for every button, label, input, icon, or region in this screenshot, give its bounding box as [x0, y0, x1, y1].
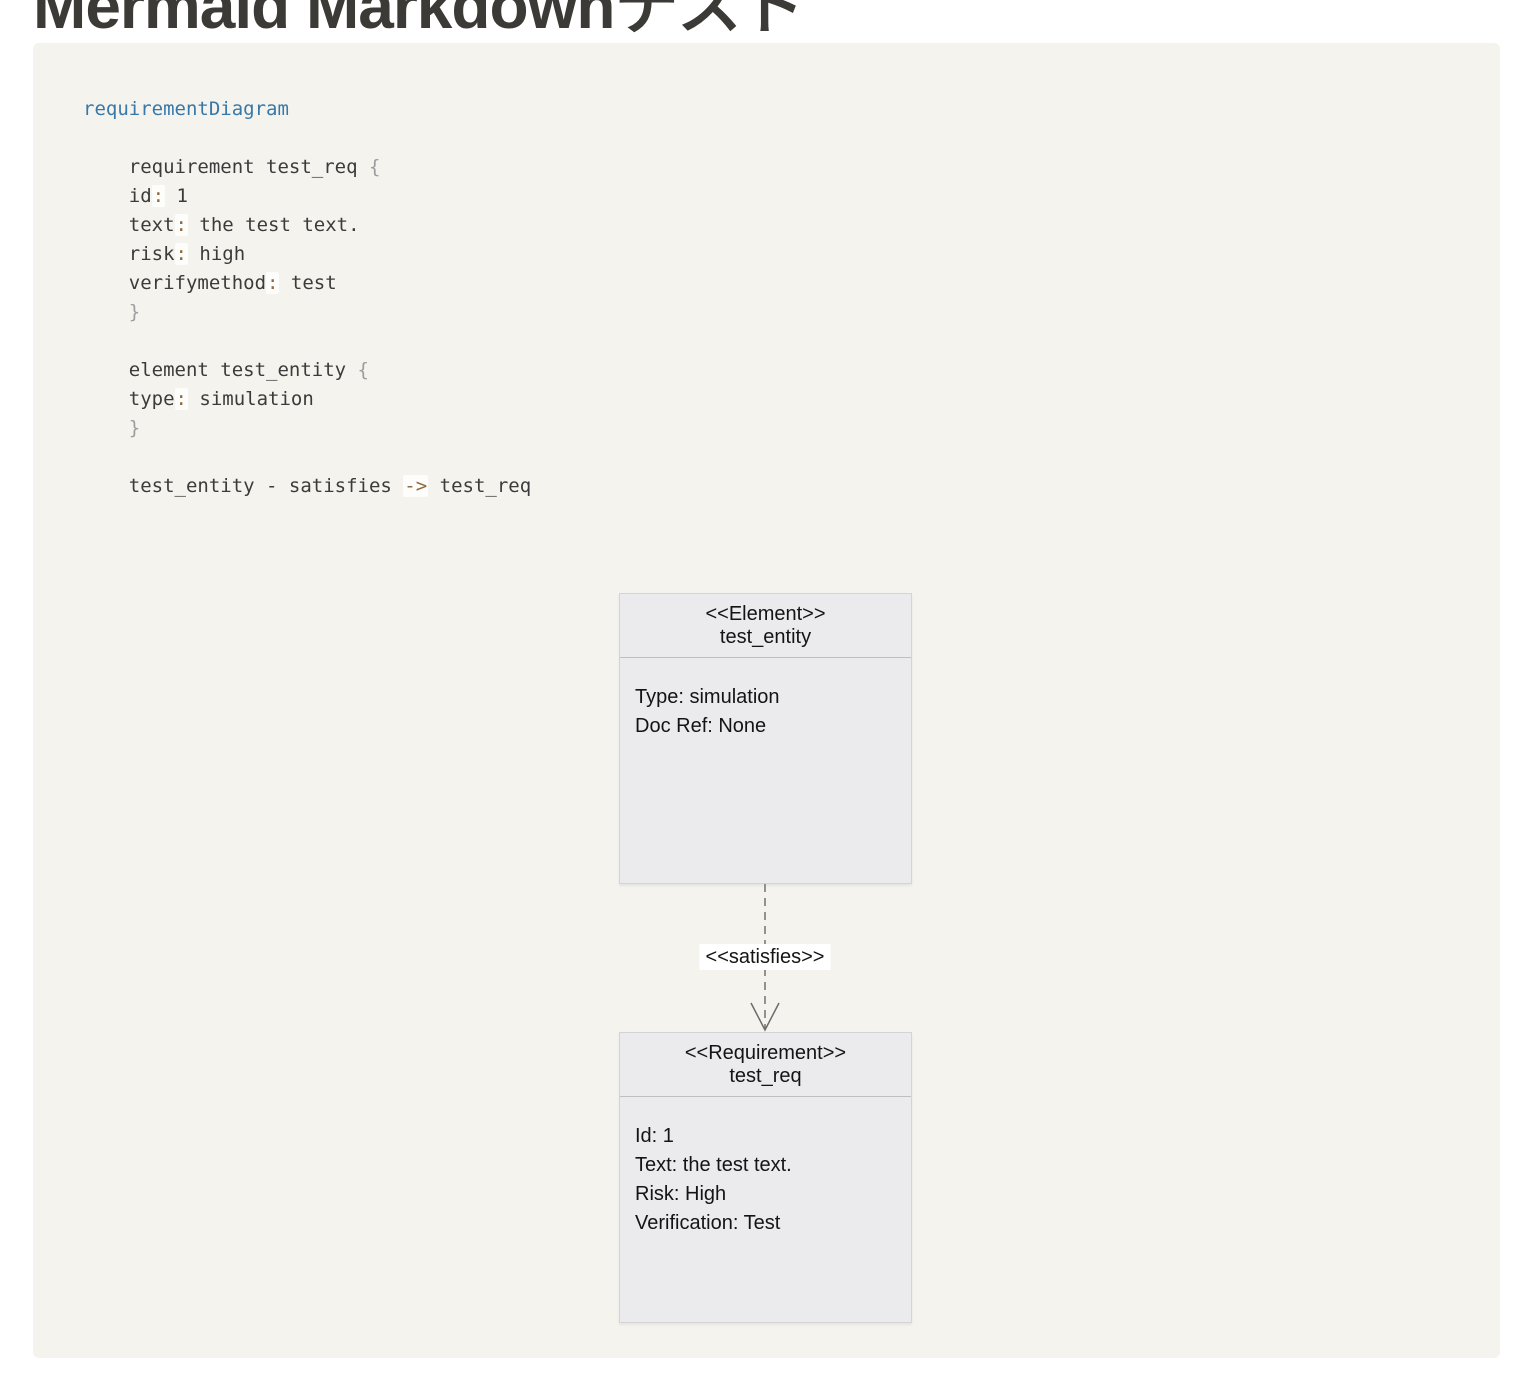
code-token-plain: element test_entity [83, 359, 358, 381]
code-line: verifymethod: test [83, 269, 531, 298]
node-name: test_req [729, 1064, 802, 1087]
code-token-op: : [174, 243, 188, 265]
code-token-plain: id [83, 185, 152, 207]
code-block-card: requirementDiagram requirement test_req … [33, 43, 1500, 1358]
code-token-op: : [266, 272, 280, 294]
node-stereotype: <<Requirement>> [684, 1041, 847, 1064]
code-token-plain: the test text. [187, 214, 360, 236]
code-token-brace: } [83, 301, 141, 323]
node-body: Id: 1 Text: the test text. Risk: High Ve… [620, 1097, 911, 1263]
code-token-plain: requirement test_req [83, 156, 369, 178]
code-token-op: : [174, 388, 188, 410]
code-token-plain: type [83, 388, 175, 410]
node-attribute: Doc Ref: None [635, 715, 767, 737]
edge-arrowhead-icon [750, 1002, 780, 1032]
code-token-plain: text [83, 214, 175, 236]
code-token-op: : [151, 185, 166, 207]
code-token-plain: 1 [165, 185, 188, 207]
code-line: requirementDiagram [83, 95, 531, 124]
node-header: <<Requirement>> test_req [620, 1033, 911, 1097]
code-token-op: : [174, 214, 188, 236]
diagram-node-requirement: <<Requirement>> test_req Id: 1 Text: the… [619, 1032, 912, 1323]
node-stereotype: <<Element>> [705, 602, 826, 625]
edge-label: <<satisfies>> [699, 944, 831, 970]
code-token-plain: test_entity - satisfies [83, 475, 404, 497]
code-line: id: 1 [83, 182, 531, 211]
node-name: test_entity [719, 625, 812, 648]
page-title: Mermaid Markdownテスト [33, 0, 804, 42]
code-token-plain: simulation [187, 388, 314, 410]
node-header: <<Element>> test_entity [620, 594, 911, 658]
code-token-brace: } [83, 417, 141, 439]
code-token-op: -> [403, 475, 429, 497]
code-line: risk: high [83, 240, 531, 269]
code-token-brace: { [357, 359, 369, 381]
code-token-brace: { [368, 156, 381, 178]
code-line: text: the test text. [83, 211, 531, 240]
node-attribute: Risk: High [635, 1183, 727, 1205]
code-line: } [83, 298, 531, 327]
code-token-keyword: requirementDiagram [83, 98, 289, 120]
requirement-diagram: <<Element>> test_entity Type: simulation… [33, 43, 1500, 1358]
code-listing: requirementDiagram requirement test_req … [83, 95, 531, 501]
node-attribute: Type: simulation [635, 686, 780, 708]
code-token-plain: test [279, 272, 337, 294]
code-line: type: simulation [83, 385, 531, 414]
code-line: } [83, 414, 531, 443]
diagram-node-element: <<Element>> test_entity Type: simulation… [619, 593, 912, 884]
code-token-plain: verifymethod [83, 272, 267, 294]
node-attribute: Text: the test text. [635, 1154, 792, 1176]
code-line: test_entity - satisfies -> test_req [83, 472, 531, 501]
node-attribute: Id: 1 [635, 1125, 674, 1147]
code-line: element test_entity { [83, 356, 531, 385]
node-body: Type: simulation Doc Ref: None [620, 658, 911, 766]
node-attribute: Verification: Test [635, 1212, 781, 1234]
code-token-plain: test_req [428, 475, 532, 497]
code-token-plain: high [187, 243, 246, 265]
code-token-plain: risk [83, 243, 175, 265]
code-line: requirement test_req { [83, 153, 531, 182]
